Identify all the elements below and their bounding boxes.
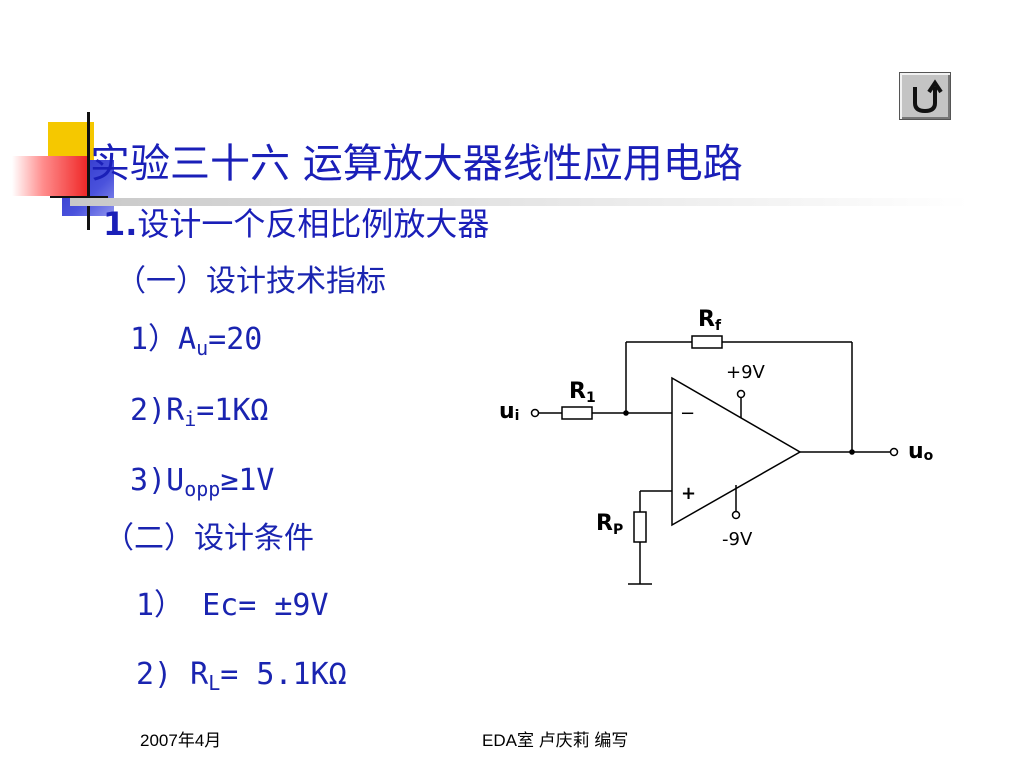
- spec-uopp-sub: opp: [184, 477, 221, 501]
- input-junction: [623, 410, 629, 416]
- rp-resistor: [633, 511, 647, 543]
- deco-horizontal-line: [50, 196, 108, 198]
- cond-load-sub: L: [208, 671, 221, 695]
- spec-gain-prefix: 1）A: [130, 322, 197, 357]
- r1-label: R1: [569, 379, 596, 406]
- spec-ri-sub: i: [184, 407, 197, 431]
- slide-title: 实验三十六 运算放大器线性应用电路: [90, 141, 743, 187]
- cond-load-prefix: 2) R: [136, 657, 209, 692]
- spec-gain-sub: u: [196, 336, 209, 360]
- u-turn-arrow-icon: [913, 79, 943, 114]
- spec-uopp-suffix: ≥1V: [220, 463, 275, 498]
- spec-uopp-prefix: 3)U: [130, 463, 185, 498]
- output-terminal: [889, 447, 899, 457]
- rf-label: Rf: [698, 307, 722, 334]
- deco-red-gradient: [12, 156, 90, 196]
- cond-supply: 1） Ec= ±9V: [136, 588, 329, 623]
- inverting-amplifier-circuit: Rf R1 RP ui uo +9V -9V − +: [499, 307, 934, 585]
- noninverting-input-sign: +: [681, 483, 696, 504]
- spec-output-swing: 3)Uopp≥1V: [130, 461, 275, 509]
- inverting-input-sign: −: [680, 403, 695, 424]
- back-button[interactable]: [899, 72, 951, 120]
- cond-load: 2) RL= 5.1KΩ: [136, 655, 347, 703]
- footer-date: 2007年4月: [140, 731, 222, 750]
- rp-label: RP: [596, 511, 623, 538]
- section-design-specs: （一）设计技术指标: [116, 264, 386, 299]
- spec-ri-suffix: =1KΩ: [196, 393, 269, 428]
- negative-supply-label: -9V: [722, 529, 753, 550]
- deco-vertical-line: [87, 112, 90, 230]
- input-terminal: [530, 408, 540, 418]
- spec-input-resistance: 2)Ri=1KΩ: [130, 391, 268, 439]
- r1-resistor: [561, 406, 593, 420]
- title-underline: [70, 198, 970, 206]
- output-junction: [849, 449, 855, 455]
- subtitle: 1.设计一个反相比例放大器: [103, 202, 489, 246]
- uo-label: uo: [908, 439, 934, 464]
- positive-supply-label: +9V: [726, 362, 766, 383]
- spec-gain-suffix: =20: [208, 322, 263, 357]
- cond-load-suffix: = 5.1KΩ: [220, 657, 347, 692]
- ui-label: ui: [499, 399, 519, 424]
- spec-ri-prefix: 2)R: [130, 393, 185, 428]
- subtitle-number: 1.: [103, 205, 138, 243]
- spec-gain: 1）Au=20: [130, 320, 262, 368]
- subtitle-text: 设计一个反相比例放大器: [137, 205, 490, 243]
- section-design-conditions: （二）设计条件: [104, 521, 314, 556]
- footer-author: EDA室 卢庆莉 编写: [482, 731, 629, 750]
- rf-resistor: [691, 335, 723, 349]
